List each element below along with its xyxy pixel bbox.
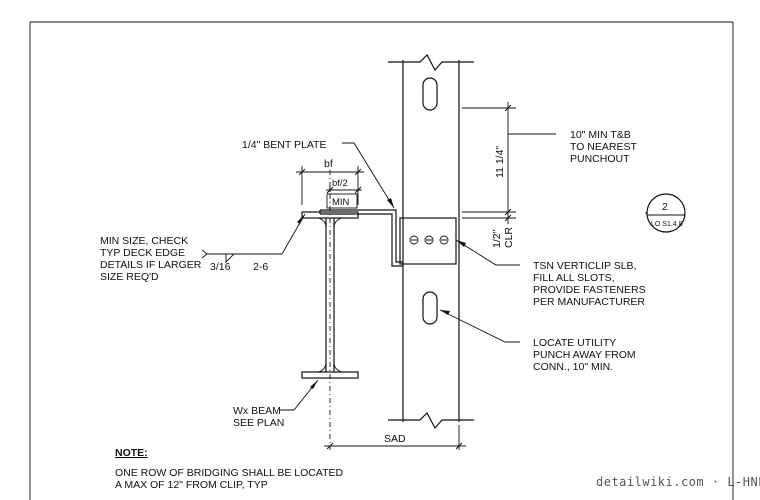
min-size-line-4: SIZE REQ'D bbox=[100, 271, 159, 283]
punchout-top bbox=[422, 77, 438, 111]
section-marker: 2 LO S1.4.8 bbox=[645, 193, 686, 233]
verticlip bbox=[399, 217, 457, 265]
tsn-line-4: PER MANUFACTURER bbox=[533, 296, 645, 308]
wx-beam-line-1: Wx BEAM bbox=[233, 405, 281, 417]
section-sheet: LO S1.4.8 bbox=[651, 221, 683, 228]
dim-bf: bf bbox=[296, 158, 364, 205]
min-label: MIN bbox=[332, 197, 350, 208]
bf-label: bf bbox=[324, 158, 333, 170]
tsn-line-1: TSN VERTICLIP SLB, bbox=[533, 260, 636, 272]
min-size-line-3: DETAILS IF LARGER bbox=[100, 259, 202, 271]
tsn-line-2: FILL ALL SLOTS, bbox=[533, 272, 615, 284]
fastener-3 bbox=[439, 235, 449, 245]
weld-size: 3/16 bbox=[210, 261, 231, 273]
section-number: 2 bbox=[662, 201, 668, 213]
weld-pitch: 2-6 bbox=[253, 261, 268, 273]
wx-beam-arrow bbox=[310, 380, 318, 389]
tsn-line-3: PROVIDE FASTENERS bbox=[533, 284, 646, 296]
weld-symbol: 3/16 2-6 bbox=[201, 213, 306, 273]
dim-11-label: 11 1/4" bbox=[494, 146, 506, 178]
wide-flange-beam bbox=[301, 170, 359, 450]
bf2-label: bf/2 bbox=[332, 178, 348, 189]
dim-11-quarter: 11 1/4" bbox=[462, 102, 516, 218]
sad-label: SAD bbox=[384, 433, 406, 445]
fastener-2 bbox=[424, 235, 434, 245]
wx-beam-leader bbox=[280, 379, 319, 411]
min-size-line-1: MIN SIZE, CHECK bbox=[100, 235, 188, 247]
dim-half-clr: 1/2" CLR bbox=[462, 212, 516, 248]
ten-min-line-2: TO NEAREST bbox=[570, 141, 637, 153]
fastener-1 bbox=[409, 235, 419, 245]
ten-min-line-3: PUNCHOUT bbox=[570, 153, 630, 165]
bent-plate-arrow bbox=[387, 198, 394, 208]
dim-clr-label: CLR bbox=[503, 227, 515, 248]
locate-leader bbox=[439, 309, 520, 343]
bent-plate-label: 1/4" BENT PLATE bbox=[242, 139, 326, 151]
tsn-arrow bbox=[456, 240, 466, 247]
dim-bf2: bf/2 bbox=[326, 178, 362, 194]
dim-sad: SAD bbox=[324, 425, 466, 450]
dim-half-label: 1/2" bbox=[491, 229, 503, 248]
locate-line-1: LOCATE UTILITY bbox=[533, 337, 616, 349]
watermark: detailwiki.com · L-HNEVT bbox=[596, 475, 760, 489]
note-line-1: ONE ROW OF BRIDGING SHALL BE LOCATED bbox=[115, 467, 344, 479]
min-size-line-2: TYP DECK EDGE bbox=[100, 247, 185, 259]
min-box bbox=[326, 193, 358, 209]
locate-line-2: PUNCH AWAY FROM bbox=[533, 349, 636, 361]
stud-column bbox=[388, 54, 474, 430]
locate-line-3: CONN., 10" MIN. bbox=[533, 361, 613, 373]
ten-min-line-1: 10" MIN T&B bbox=[570, 129, 631, 141]
tsn-leader bbox=[455, 239, 520, 266]
note-title: NOTE: bbox=[115, 447, 148, 459]
note-line-2: A MAX OF 12" FROM CLIP, TYP bbox=[115, 479, 268, 491]
wx-beam-line-2: SEE PLAN bbox=[233, 417, 284, 429]
punchout-bottom bbox=[422, 291, 438, 325]
bent-plate-leader bbox=[342, 142, 395, 209]
locate-arrow bbox=[440, 310, 450, 315]
